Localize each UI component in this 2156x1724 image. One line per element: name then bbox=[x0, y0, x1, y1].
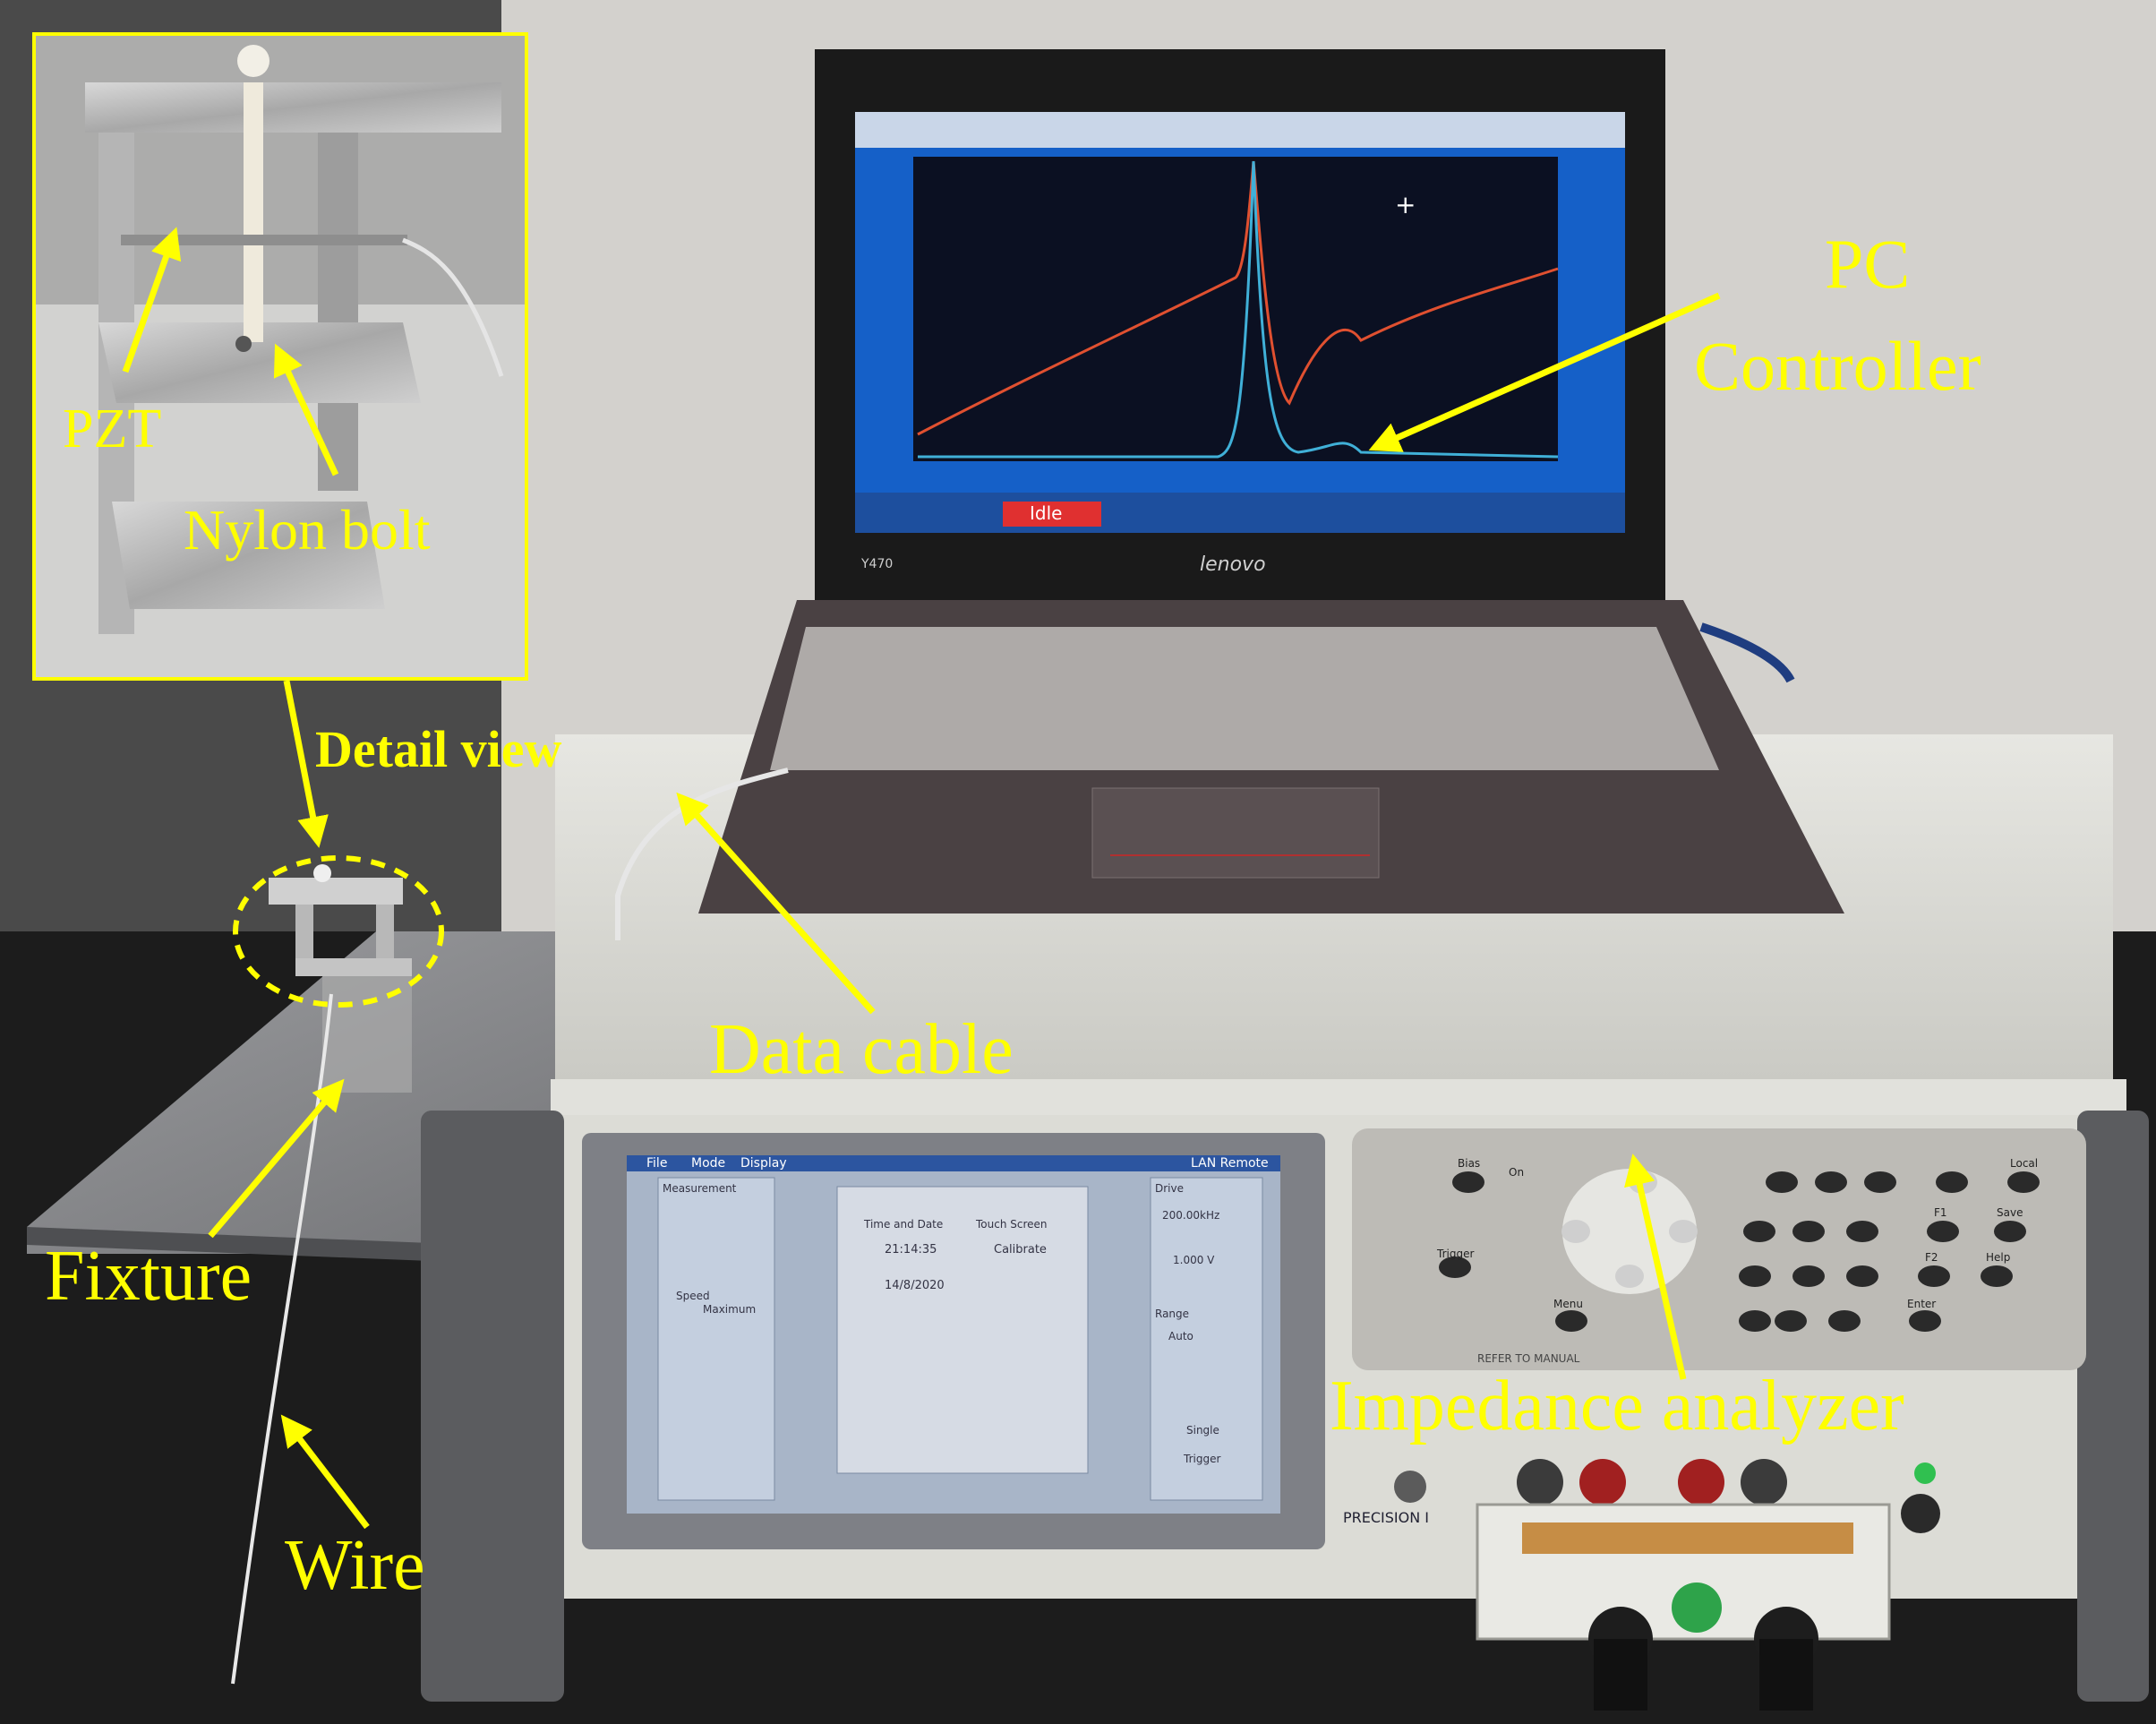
label-pc: PC bbox=[1825, 225, 1911, 303]
analyzer-menu-display[interactable]: Display bbox=[740, 1156, 787, 1171]
key-on: On bbox=[1509, 1166, 1525, 1179]
analyzer-measurement: Measurement bbox=[663, 1182, 737, 1195]
wire-line bbox=[231, 993, 333, 1685]
label-pzt: PZT bbox=[63, 399, 162, 459]
label-impedance-analyzer: Impedance analyzer bbox=[1330, 1367, 1904, 1445]
label-data-cable: Data cable bbox=[709, 1010, 1014, 1089]
usb-cable-right bbox=[1699, 622, 1795, 683]
key-trigger[interactable]: Trigger bbox=[1437, 1248, 1475, 1260]
refer-to-manual-text: REFER TO MANUAL bbox=[1477, 1352, 1580, 1365]
analyzer-menu-mode[interactable]: Mode bbox=[691, 1156, 726, 1171]
laptop-pc: + bbox=[698, 49, 1844, 913]
trace-blue bbox=[918, 160, 1559, 459]
plot-status-idle: Idle bbox=[1030, 502, 1063, 524]
fixture-small bbox=[269, 864, 412, 1093]
analyzer-calibrate-button[interactable]: Calibrate bbox=[994, 1243, 1047, 1257]
analyzer-single-button[interactable]: Single bbox=[1186, 1424, 1219, 1437]
analyzer-date-value[interactable]: 14/8/2020 bbox=[885, 1279, 945, 1292]
key-f2[interactable]: F2 bbox=[1925, 1251, 1938, 1264]
detail-view-dashed-circle bbox=[233, 855, 444, 1008]
analyzer-range-label: Range bbox=[1155, 1308, 1190, 1320]
label-wire: Wire bbox=[285, 1526, 425, 1605]
key-local[interactable]: Local bbox=[2010, 1157, 2039, 1170]
laptop-brand: lenovo bbox=[1200, 553, 1266, 576]
analyzer-range-value[interactable]: Auto bbox=[1168, 1330, 1194, 1342]
key-f1[interactable]: F1 bbox=[1934, 1206, 1947, 1219]
key-save[interactable]: Save bbox=[1997, 1206, 2023, 1219]
annotation-arrows bbox=[122, 227, 1721, 1530]
label-detail-view: Detail view bbox=[315, 720, 562, 778]
analyzer-drive-voltage[interactable]: 1.000 V bbox=[1173, 1254, 1215, 1266]
analyzer-drive-label: Drive bbox=[1155, 1182, 1184, 1195]
analyzer-trigger-button[interactable]: Trigger bbox=[1184, 1453, 1221, 1465]
label-fixture: Fixture bbox=[45, 1237, 252, 1316]
analyzer-lan-remote[interactable]: LAN Remote bbox=[1191, 1156, 1269, 1171]
analyzer-speed-value[interactable]: Maximum bbox=[703, 1303, 757, 1316]
laptop-model: Y470 bbox=[861, 557, 894, 571]
detail-view-inset bbox=[32, 32, 528, 681]
analyzer-menu-file[interactable]: File bbox=[646, 1156, 668, 1171]
svg-text:+: + bbox=[1395, 190, 1416, 219]
key-enter[interactable]: Enter bbox=[1907, 1298, 1937, 1310]
analyzer-speed-label: Speed bbox=[676, 1290, 710, 1302]
trace-red bbox=[917, 160, 1559, 436]
analyzer-time-value[interactable]: 21:14:35 bbox=[885, 1243, 937, 1257]
key-help[interactable]: Help bbox=[1986, 1251, 2011, 1264]
label-nylon-bolt: Nylon bolt bbox=[184, 498, 431, 562]
analyzer-touch-screen: Touch Screen bbox=[976, 1218, 1048, 1231]
key-menu[interactable]: Menu bbox=[1553, 1298, 1583, 1310]
analyzer-time-label: Time and Date bbox=[864, 1218, 944, 1231]
analyzer-drive-frequency[interactable]: 200.00kHz bbox=[1162, 1209, 1220, 1222]
precision-text: PRECISION I bbox=[1343, 1509, 1430, 1526]
key-bias[interactable]: Bias bbox=[1458, 1157, 1481, 1170]
label-controller: Controller bbox=[1694, 327, 1981, 405]
